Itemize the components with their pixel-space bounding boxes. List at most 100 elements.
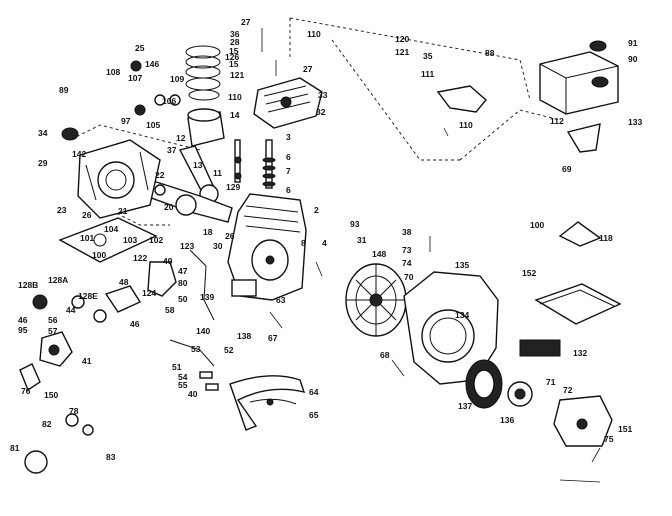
crankshaft-part (145, 179, 233, 223)
part-label-p37: 37 (167, 145, 177, 155)
part-label-p142: 142 (72, 149, 86, 159)
part-label-p35: 35 (423, 51, 433, 61)
governor-linkage-part (169, 249, 219, 391)
part-label-p138: 138 (237, 331, 251, 341)
part-label-p4: 4 (322, 238, 327, 248)
carburetor-part (19, 294, 107, 474)
gasket-part (58, 217, 158, 263)
part-label-p135: 135 (455, 260, 469, 270)
part-label-p65: 65 (309, 410, 319, 420)
starter-cup-part (507, 381, 613, 447)
part-label-p89: 89 (59, 85, 69, 95)
part-label-p34: 34 (38, 128, 48, 138)
flywheel-part (345, 263, 407, 337)
part-label-p90: 90 (628, 54, 638, 64)
part-label-p15a: 15 (229, 46, 239, 56)
part-label-p72: 72 (563, 385, 573, 395)
part-label-p36: 36 (230, 29, 240, 39)
bracket-part (436, 85, 487, 113)
part-label-p137: 137 (458, 401, 472, 411)
part-label-p2: 2 (314, 205, 319, 215)
part-label-p110a: 110 (307, 29, 321, 39)
part-label-p110c: 110 (459, 120, 473, 130)
part-label-p18: 18 (203, 227, 213, 237)
part-label-p73: 73 (402, 245, 412, 255)
part-label-p112: 112 (550, 116, 564, 126)
part-label-p109: 109 (170, 74, 184, 84)
part-label-p108: 108 (106, 67, 120, 77)
part-label-p32: 32 (316, 107, 326, 117)
air-filter-part (534, 283, 622, 325)
part-label-p139: 139 (200, 292, 214, 302)
part-label-p122: 122 (133, 253, 147, 263)
part-label-p126: 126 (225, 52, 239, 62)
part-label-p44: 44 (66, 305, 76, 315)
part-label-p8: 8 (301, 238, 306, 248)
part-label-p54: 54 (178, 372, 188, 382)
part-label-p132: 132 (573, 348, 587, 358)
part-label-p80: 80 (178, 278, 188, 288)
part-label-p58: 58 (165, 305, 175, 315)
part-label-p41: 41 (82, 356, 92, 366)
part-label-p123: 123 (180, 241, 194, 251)
part-label-p50: 50 (178, 294, 188, 304)
part-label-p13: 13 (193, 160, 203, 170)
part-label-p51: 51 (172, 362, 182, 372)
part-label-p30: 30 (213, 241, 223, 251)
part-label-p14: 14 (230, 110, 240, 120)
part-label-p124: 124 (142, 288, 156, 298)
part-label-p100b: 100 (530, 220, 544, 230)
part-label-p11: 11 (213, 168, 222, 178)
part-label-p75: 75 (604, 434, 614, 444)
part-label-p23: 23 (57, 205, 67, 215)
fuel-tank-part (539, 40, 619, 115)
part-label-p152: 152 (522, 268, 536, 278)
part-label-p21: 21 (118, 206, 128, 216)
base-plate-part (229, 375, 306, 431)
part-label-p133: 133 (628, 117, 642, 127)
part-label-p100: 100 (92, 250, 106, 260)
crankcase-cover-part (77, 139, 161, 219)
part-label-p20: 20 (164, 202, 174, 212)
part-label-p26: 26 (82, 210, 92, 220)
part-label-p118: 118 (599, 233, 613, 243)
rotating-screen-part (465, 339, 561, 409)
hardware-bolts (261, 28, 601, 483)
part-label-p105: 105 (146, 120, 160, 130)
part-label-p57: 57 (48, 326, 58, 336)
part-label-p28: 28 (230, 37, 240, 47)
part-label-p102: 102 (149, 235, 163, 245)
part-label-p103: 103 (123, 235, 137, 245)
cylinder-head-part (253, 77, 323, 129)
part-label-p46b: 46 (130, 319, 140, 329)
part-label-p48: 48 (119, 277, 129, 287)
part-label-p88: 88 (485, 48, 495, 58)
seal-parts (61, 60, 181, 141)
fuel-tank-bracket-part (558, 123, 602, 247)
part-label-p83: 83 (106, 452, 116, 462)
part-label-p46a: 46 (18, 315, 28, 325)
part-label-p121b: 121 (230, 70, 244, 80)
part-label-p64: 64 (309, 387, 319, 397)
part-label-p6b: 6 (286, 185, 291, 195)
part-label-p104: 104 (104, 224, 118, 234)
part-label-p120: 120 (395, 34, 409, 44)
part-label-p52: 52 (224, 345, 234, 355)
part-label-p67: 67 (268, 333, 278, 343)
part-label-p81: 81 (10, 443, 20, 453)
part-label-p134: 134 (455, 310, 469, 320)
part-label-p110b: 110 (228, 92, 242, 102)
part-label-p93: 93 (350, 219, 360, 229)
part-label-p78: 78 (69, 406, 79, 416)
part-label-p63: 63 (276, 295, 286, 305)
part-label-p6: 6 (286, 152, 291, 162)
part-label-p29: 29 (38, 158, 48, 168)
part-label-p128a: 128A (48, 275, 68, 285)
part-label-p95: 95 (18, 325, 28, 335)
part-label-p25: 25 (135, 43, 145, 53)
part-label-p31: 31 (357, 235, 367, 245)
part-label-p26b: 26 (225, 231, 235, 241)
intake-elbow-part (104, 261, 177, 313)
part-label-p49: 49 (163, 256, 173, 266)
